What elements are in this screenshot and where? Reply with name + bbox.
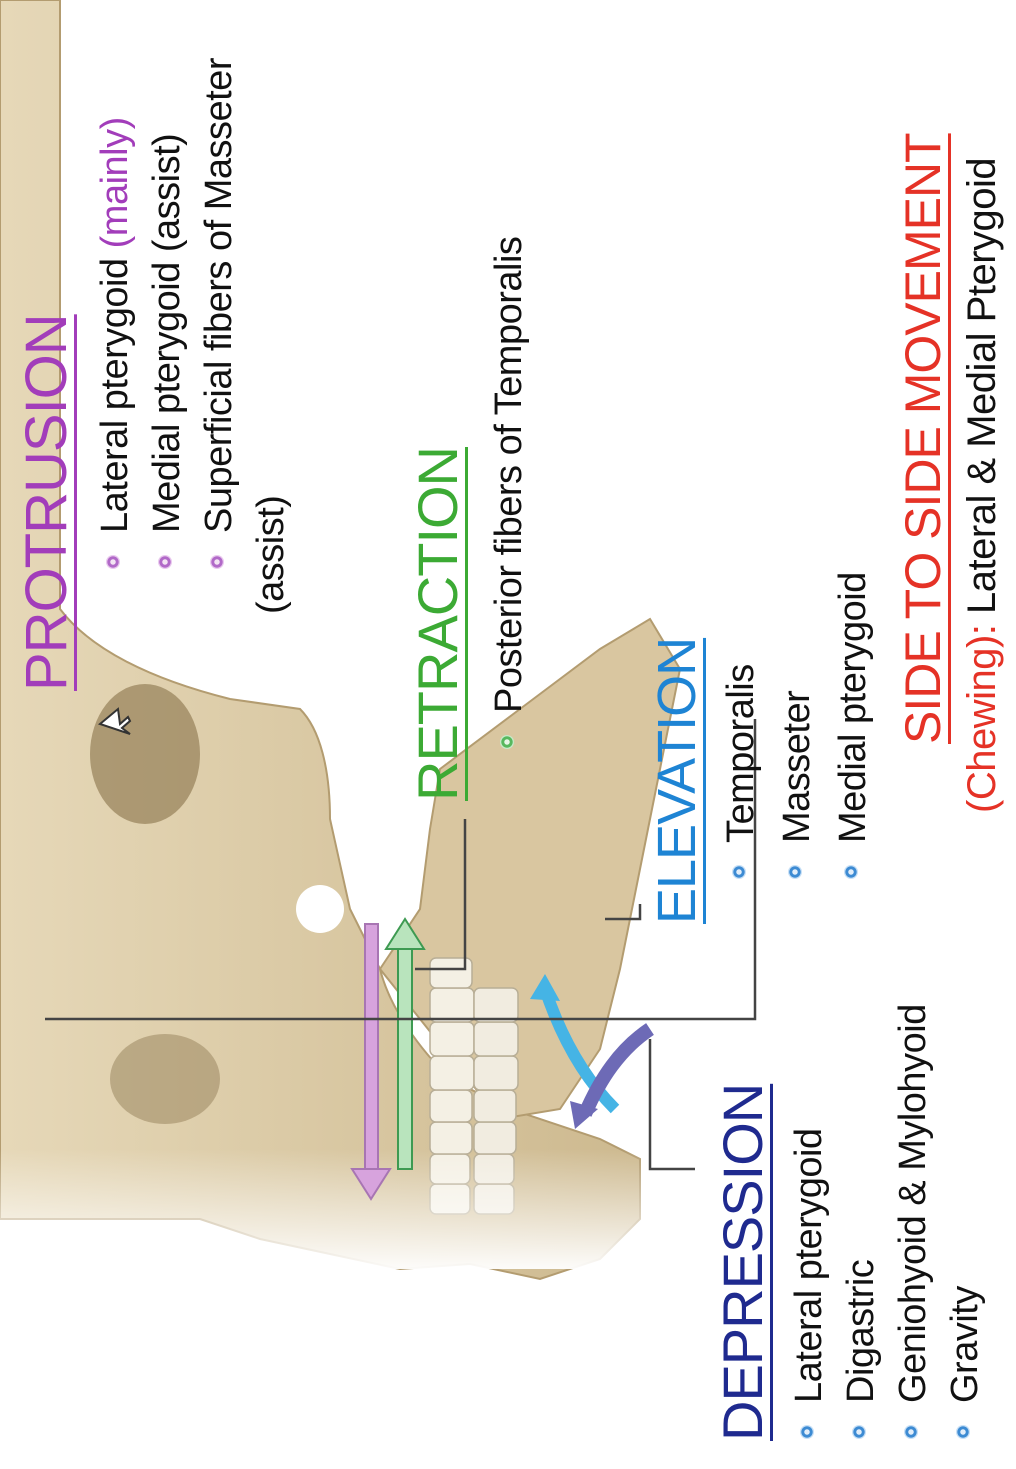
orbit — [90, 684, 200, 824]
nasal-cavity — [110, 1034, 220, 1124]
bullet-icon — [844, 865, 858, 879]
protrusion-item-1: Lateral pterygoid (mainly) — [96, 117, 134, 569]
depression-item-3: Geniohyoid & Mylohyoid — [894, 1004, 932, 1439]
elevation-item-1: Temporalis — [722, 664, 760, 879]
elevation-item-2: Masseter — [778, 691, 816, 879]
elevation-title: ELEVATION — [650, 638, 704, 924]
side-to-side-title: SIDE TO SIDE MOVEMENT — [898, 133, 948, 744]
side-to-side-text: Lateral & Medial Pterygoid — [960, 158, 1004, 614]
bullet-icon — [210, 555, 224, 569]
depression-title: DEPRESSION — [715, 1084, 771, 1441]
depression-item-1: Lateral pterygoid — [790, 1128, 828, 1439]
protrusion-item-3b: (assist) — [252, 496, 290, 614]
protrusion-item-2: Medial pterygoid (assist) — [148, 134, 186, 569]
bullet-icon — [800, 1425, 814, 1439]
ear-opening — [296, 885, 344, 933]
retraction-title: RETRACTION — [410, 447, 466, 801]
bullet-icon — [852, 1425, 866, 1439]
elevation-item-3: Medial pterygoid — [834, 572, 872, 879]
protrusion-mainly: (mainly) — [94, 117, 136, 248]
protrusion-title: PROTRUSION — [18, 314, 76, 691]
retraction-item-1: Posterior fibers of Temporalis — [490, 237, 528, 749]
bullet-icon — [956, 1425, 970, 1439]
protrusion-item-3: Superficial fibers of Masseter — [200, 58, 238, 569]
bullet-icon — [500, 735, 514, 749]
bullet-icon — [904, 1425, 918, 1439]
depression-item-2: Digastric — [842, 1260, 880, 1439]
side-to-side-line: (Chewing): Lateral & Medial Pterygoid — [962, 158, 1002, 813]
bullet-icon — [788, 865, 802, 879]
bullet-icon — [158, 555, 172, 569]
bullet-icon — [106, 555, 120, 569]
side-to-side-prefix: (Chewing): — [960, 625, 1004, 813]
bullet-icon — [732, 865, 746, 879]
depression-item-4: Gravity — [946, 1286, 984, 1439]
